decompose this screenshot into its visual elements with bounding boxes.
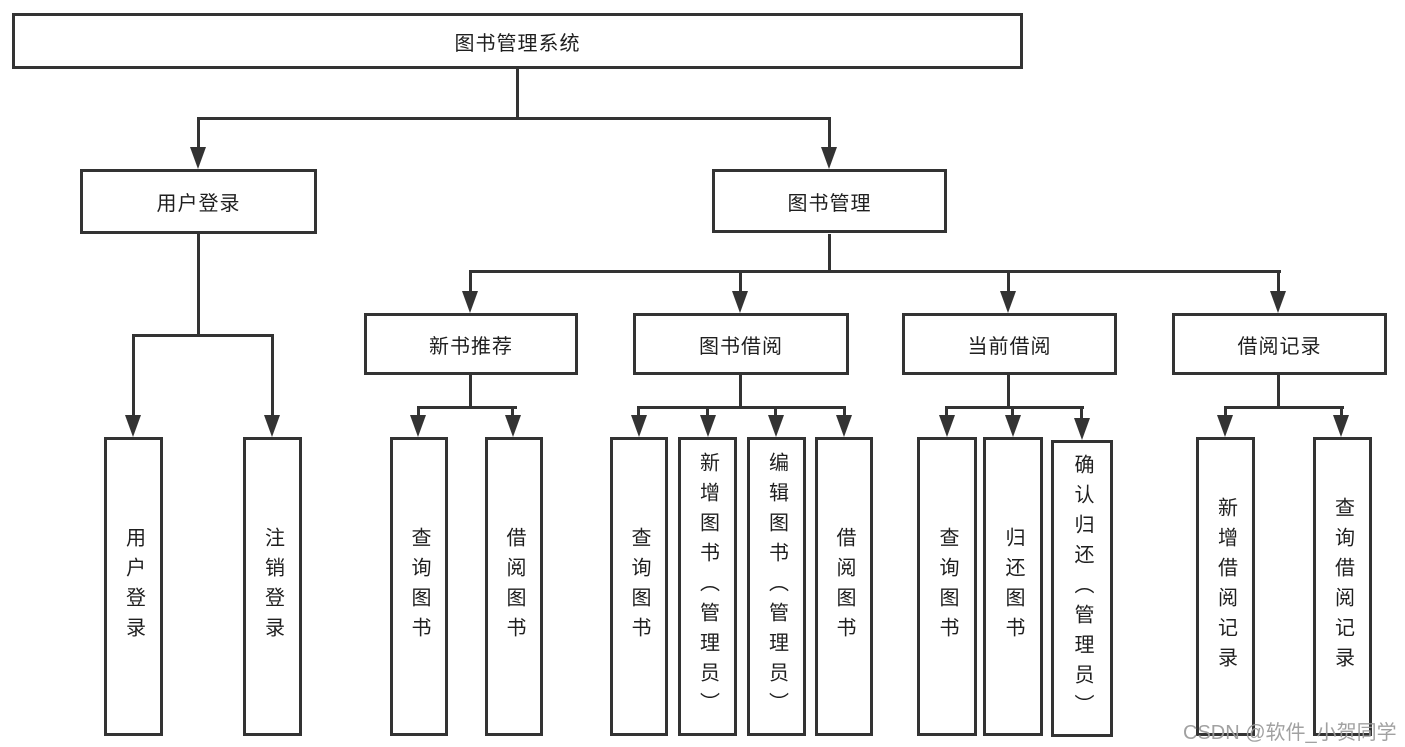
node-new-book-label: 新书推荐 xyxy=(429,335,513,358)
node-user-login-label: 用户登录 xyxy=(156,193,241,215)
connector-to-nb-query xyxy=(417,406,420,417)
connector-to-bw-edit xyxy=(774,406,777,417)
arrowhead-rc-add xyxy=(1217,415,1233,437)
arrowhead-book-mgmt xyxy=(821,147,837,169)
leaf-cu-return-books: 归还图书 xyxy=(983,437,1043,736)
connector-root-branch xyxy=(197,117,831,120)
leaf-bw-query-books: 查询图书 xyxy=(610,437,668,736)
connector-to-cu-query xyxy=(945,406,948,417)
leaf-rc-add-record-label: 新增借阅记录 xyxy=(1214,496,1237,677)
connector-to-borrow xyxy=(739,270,742,294)
leaf-bw-edit-books-admin: 编辑图书（管理员） xyxy=(747,437,806,736)
csdn-watermark: CSDN @软件_小贺同学 xyxy=(1183,722,1397,744)
connector-to-bw-add xyxy=(706,406,709,417)
arrowhead-bw-query xyxy=(631,415,647,437)
leaf-user-login: 用户登录 xyxy=(104,437,163,736)
connector-to-user-login xyxy=(197,117,200,149)
node-new-book-recommend: 新书推荐 xyxy=(364,313,578,375)
node-records-label: 借阅记录 xyxy=(1237,335,1322,358)
node-current-borrow: 当前借阅 xyxy=(902,313,1117,375)
arrowhead-new-book xyxy=(462,291,478,313)
leaf-rc-add-record: 新增借阅记录 xyxy=(1196,437,1255,736)
connector-records-stem xyxy=(1277,375,1280,408)
connector-to-bw-borrow xyxy=(843,406,846,417)
connector-records-branch xyxy=(1224,406,1344,409)
connector-current-stem xyxy=(1007,375,1010,408)
connector-root-stem xyxy=(516,68,519,118)
node-root: 图书管理系统 xyxy=(12,13,1023,69)
leaf-bw-add-books-admin-label: 新增图书（管理员） xyxy=(696,451,719,722)
connector-to-current xyxy=(1007,270,1010,294)
node-book-mgmt: 图书管理 xyxy=(712,169,947,233)
arrowhead-bw-edit xyxy=(768,415,784,437)
arrowhead-cu-query xyxy=(939,415,955,437)
connector-to-bw-query xyxy=(637,406,640,417)
connector-to-new-book xyxy=(469,270,472,294)
leaf-bw-add-books-admin: 新增图书（管理员） xyxy=(678,437,737,736)
node-book-mgmt-label: 图书管理 xyxy=(787,192,872,215)
leaf-rc-query-record-label: 查询借阅记录 xyxy=(1331,496,1354,677)
node-current-label: 当前借阅 xyxy=(967,335,1052,358)
connector-to-leaf-login xyxy=(132,334,135,417)
leaf-nb-borrow-books-label: 借阅图书 xyxy=(503,526,525,647)
node-root-label: 图书管理系统 xyxy=(454,32,581,55)
connector-to-rc-add xyxy=(1224,406,1227,417)
connector-new-book-branch xyxy=(417,406,517,409)
leaf-cu-return-books-label: 归还图书 xyxy=(1002,526,1024,647)
arrowhead-bw-borrow xyxy=(836,415,852,437)
leaf-cu-confirm-return-admin-label: 确认归还（管理员） xyxy=(1071,453,1093,724)
connector-book-mgmt-stem xyxy=(828,234,831,273)
arrowhead-bw-add xyxy=(700,415,716,437)
leaf-user-login-label: 用户登录 xyxy=(122,526,145,647)
arrowhead-leaf-login xyxy=(125,415,141,437)
arrowhead-nb-borrow xyxy=(505,415,521,437)
arrowhead-nb-query xyxy=(410,415,426,437)
leaf-nb-query-books-label: 查询图书 xyxy=(408,526,430,647)
connector-to-records xyxy=(1277,270,1280,294)
connector-new-book-stem xyxy=(469,375,472,409)
arrowhead-borrow xyxy=(732,291,748,313)
node-borrow-records: 借阅记录 xyxy=(1172,313,1387,375)
leaf-nb-query-books: 查询图书 xyxy=(390,437,448,736)
connector-to-nb-borrow xyxy=(511,406,514,417)
node-book-borrow: 图书借阅 xyxy=(633,313,849,375)
node-borrow-label: 图书借阅 xyxy=(699,335,783,358)
arrowhead-cu-return xyxy=(1005,415,1021,437)
connector-book-mgmt-branch xyxy=(469,270,1281,273)
connector-user-login-branch xyxy=(132,334,274,337)
leaf-rc-query-record: 查询借阅记录 xyxy=(1313,437,1372,736)
connector-user-login-stem xyxy=(197,234,200,336)
connector-to-cu-confirm xyxy=(1080,406,1083,420)
leaf-bw-query-books-label: 查询图书 xyxy=(628,526,650,647)
leaf-cu-query-books-label: 查询图书 xyxy=(936,526,958,647)
node-user-login: 用户登录 xyxy=(80,169,317,234)
connector-borrow-branch xyxy=(637,406,846,409)
leaf-logout: 注销登录 xyxy=(243,437,302,736)
leaf-bw-edit-books-admin-label: 编辑图书（管理员） xyxy=(765,451,788,722)
arrowhead-rc-query xyxy=(1333,415,1349,437)
arrowhead-user-login xyxy=(190,147,206,169)
connector-to-rc-query xyxy=(1340,406,1343,417)
leaf-cu-query-books: 查询图书 xyxy=(917,437,977,736)
leaf-cu-confirm-return-admin: 确认归还（管理员） xyxy=(1051,440,1113,737)
connector-to-book-mgmt xyxy=(828,117,831,149)
leaf-nb-borrow-books: 借阅图书 xyxy=(485,437,543,736)
connector-to-leaf-logout xyxy=(271,334,274,417)
arrowhead-cu-confirm xyxy=(1074,418,1090,440)
arrowhead-leaf-logout xyxy=(264,415,280,437)
connector-borrow-stem xyxy=(739,375,742,408)
arrowhead-records xyxy=(1270,291,1286,313)
leaf-bw-borrow-books-label: 借阅图书 xyxy=(833,526,855,647)
arrowhead-current xyxy=(1000,291,1016,313)
leaf-logout-label: 注销登录 xyxy=(261,526,284,647)
connector-current-branch xyxy=(945,406,1084,409)
leaf-bw-borrow-books: 借阅图书 xyxy=(815,437,873,736)
connector-to-cu-return xyxy=(1011,406,1014,417)
